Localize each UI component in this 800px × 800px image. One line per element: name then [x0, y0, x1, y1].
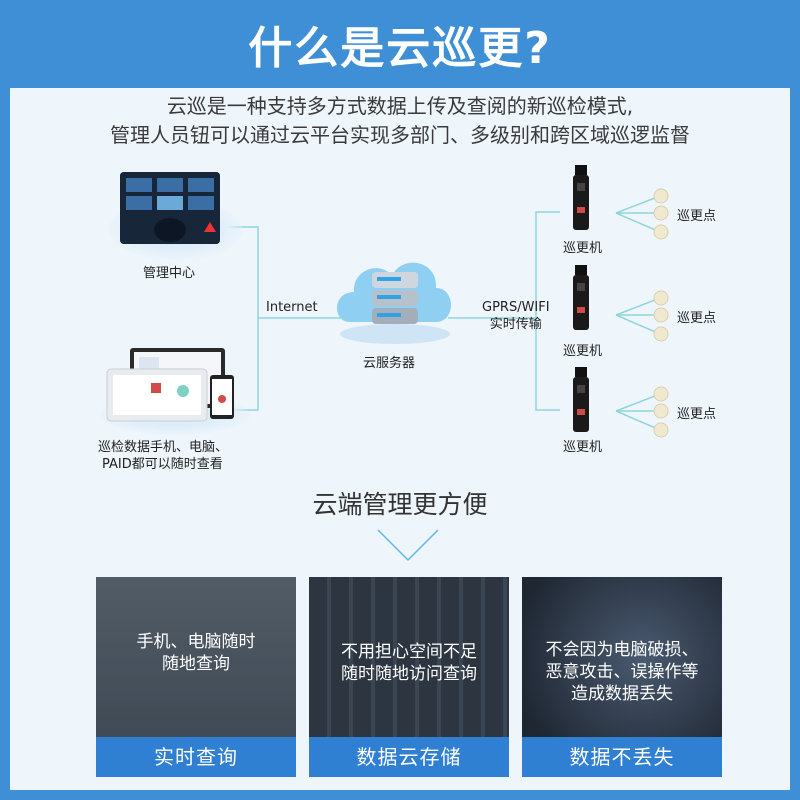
card-desc: 手机、电脑随时 随地查询 — [96, 631, 296, 675]
intro-line-1: 云巡是一种支持多方式数据上传及查阅的新巡检模式, — [166, 94, 634, 118]
feature-card: 手机、电脑随时 随地查询 实时查询 — [96, 577, 296, 777]
label-devices: 巡检数据手机、电脑、 PAID都可以随时查看 — [98, 439, 228, 473]
card-desc-line: 随时随地访问查询 — [341, 664, 477, 684]
card-desc-line: 恶意攻击、误操作等 — [545, 662, 699, 682]
label-management-center: 管理中心 — [143, 266, 196, 281]
subtitle: 云端管理更方便 — [312, 490, 488, 519]
feature-card: 不会因为电脑破损、 恶意攻击、误操作等 造成数据丢失 数据不丢失 — [522, 577, 722, 777]
card-desc-line: 手机、电脑随时 — [136, 632, 256, 652]
card-desc-line: 造成数据丢失 — [571, 684, 673, 704]
patrol-point-tags — [653, 188, 669, 438]
intro-text: 云巡是一种支持多方式数据上传及查阅的新巡检模式, 管理人员钮可以通过云平台实现多… — [0, 92, 800, 150]
card-desc-line: 不用担心空间不足 — [341, 642, 477, 662]
feature-card: 不用担心空间不足 随时随地访问查询 数据云存储 — [309, 577, 509, 777]
label-patrol-device-3: 巡更机 — [563, 440, 603, 455]
label-devices-line-2: PAID都可以随时查看 — [102, 457, 223, 472]
card-desc-line: 不会因为电脑破损、 — [545, 640, 699, 660]
card-desc: 不用担心空间不足 随时随地访问查询 — [309, 641, 509, 685]
label-network-line-2: 实时传输 — [489, 317, 542, 332]
label-network: GPRS/WIFI 实时传输 — [482, 299, 550, 333]
label-cloud-server: 云服务器 — [363, 356, 416, 371]
card-desc-line: 随地查询 — [162, 654, 230, 674]
devices-icon — [106, 348, 234, 422]
patrol-device-icon — [570, 165, 592, 230]
label-patrol-point-3: 巡更点 — [677, 407, 717, 422]
label-patrol-point-2: 巡更点 — [677, 311, 717, 326]
patrol-device-icon — [570, 367, 592, 432]
card-label: 实时查询 — [96, 737, 296, 777]
card-label: 数据云存储 — [309, 737, 509, 777]
patrol-device-icon — [570, 265, 592, 330]
intro-line-2: 管理人员钮可以通过云平台实现多部门、多级别和跨区域巡逻监督 — [110, 123, 690, 147]
page-title: 什么是云巡更? — [248, 23, 552, 74]
label-patrol-device-2: 巡更机 — [563, 344, 603, 359]
card-label: 数据不丢失 — [522, 737, 722, 777]
label-patrol-point-1: 巡更点 — [677, 209, 717, 224]
label-internet: Internet — [266, 300, 318, 315]
cloud-server-icon — [336, 262, 451, 344]
label-network-line-1: GPRS/WIFI — [482, 300, 550, 315]
card-desc: 不会因为电脑破损、 恶意攻击、误操作等 造成数据丢失 — [522, 639, 722, 705]
label-patrol-device-1: 巡更机 — [563, 241, 603, 256]
monitor-wall-icon — [120, 172, 220, 244]
label-devices-line-1: 巡检数据手机、电脑、 — [98, 440, 229, 455]
